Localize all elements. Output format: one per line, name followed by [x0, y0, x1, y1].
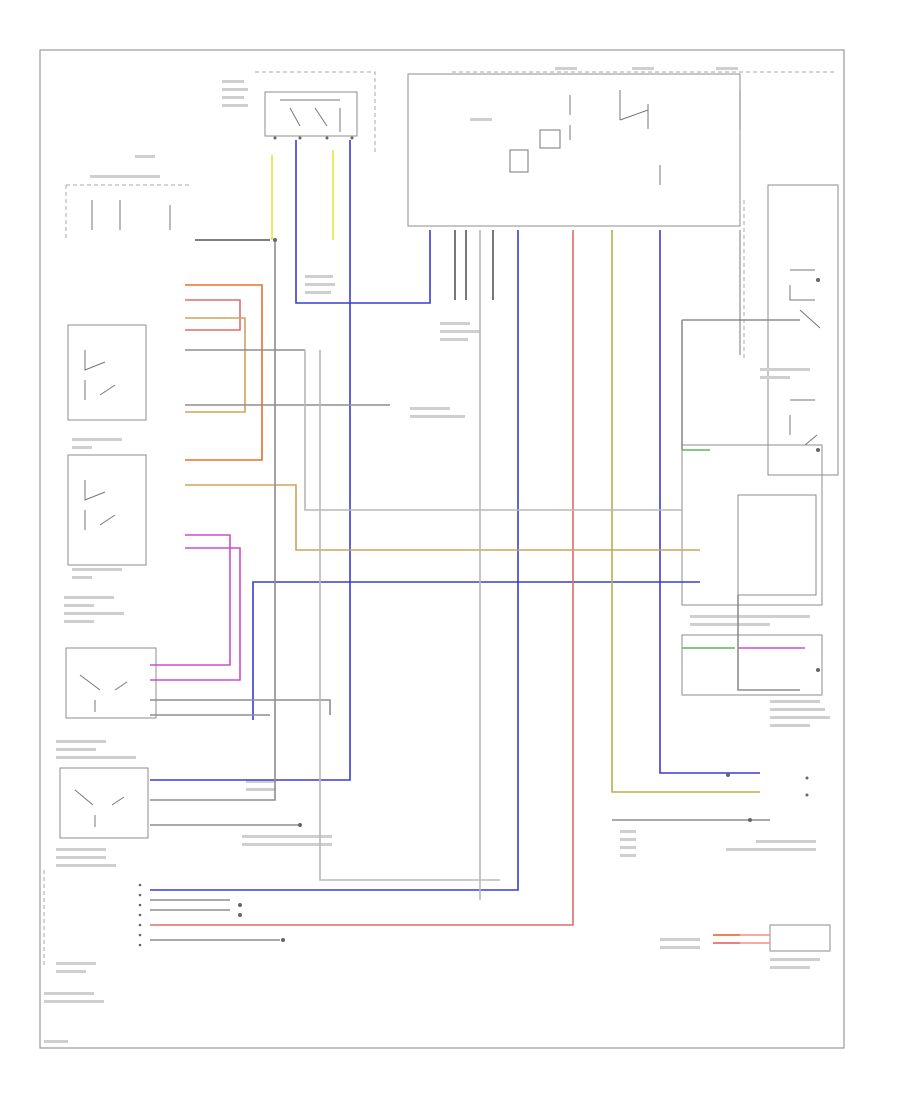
diagram-frame: [39, 49, 845, 1049]
ignition-switch: [264, 91, 358, 140]
left-sensor-2: [59, 767, 149, 839]
wire-gray-main: [150, 240, 276, 801]
wire-tan-1: [185, 484, 700, 551]
wire-gray-light-3: [319, 350, 500, 881]
label-marks: [44, 67, 830, 1043]
left-relay-2: [67, 454, 147, 566]
control-module-box: [407, 73, 741, 227]
left-relay-1: [67, 324, 147, 421]
wire-red-2: [185, 299, 241, 331]
wire-gray-right-3: [737, 595, 800, 691]
fuse-relay-symbols: [509, 90, 741, 185]
wire-red-top: [185, 284, 263, 461]
wire-blue-lower: [150, 230, 519, 891]
right-control-module: [737, 494, 817, 596]
upper-left-fuse-block: [65, 184, 190, 240]
left-bottom-pins: [138, 883, 142, 947]
right-control-module-outer: [681, 444, 823, 606]
wire-gray-light-1: [304, 350, 682, 511]
right-relay-contacts: [789, 269, 821, 446]
left-sensor-1: [65, 647, 157, 719]
wire-blue-right: [659, 230, 760, 774]
wire-gray-1: [185, 349, 390, 406]
right-fuse-block: [767, 184, 839, 476]
wire-gray-right-2: [681, 319, 800, 450]
wire-red: [150, 230, 574, 926]
wire-magenta-1: [150, 534, 231, 666]
left-relay-2-contacts: [84, 480, 116, 530]
wire-gray-2: [150, 699, 331, 715]
wire-blue-ignition: [295, 140, 431, 304]
wire-olive: [611, 230, 760, 793]
right-lower-connector: [681, 634, 823, 696]
wire-tan-2: [185, 317, 246, 413]
wire-gray-6: [150, 899, 230, 911]
left-sensor-2-contacts: [74, 789, 125, 827]
upper-left-fuses: [91, 200, 171, 230]
wire-pink-bottom: [713, 934, 770, 944]
bottom-right-connector: [769, 924, 831, 952]
wire-blue-center: [150, 140, 351, 781]
left-relay-1-contacts: [84, 350, 116, 400]
left-sensor-1-contacts: [79, 674, 128, 712]
wire-magenta-2: [150, 547, 241, 681]
ignition-relay-enclosure: [255, 71, 376, 155]
wire-dark-ignition: [454, 230, 494, 300]
junction-dots: [238, 238, 820, 942]
wire-blue-mid: [252, 581, 700, 720]
